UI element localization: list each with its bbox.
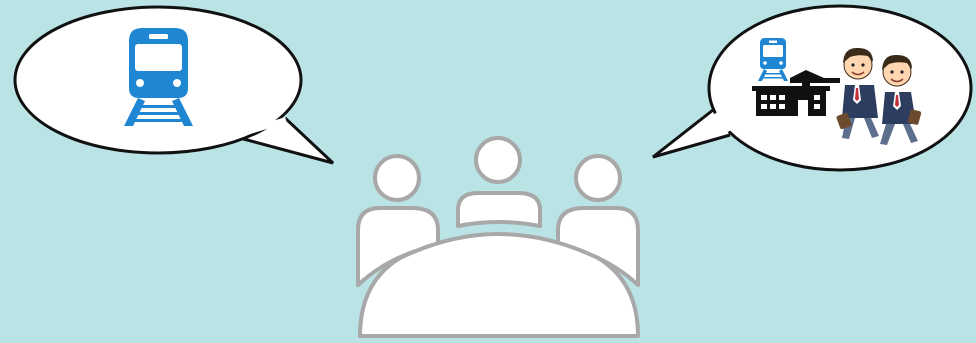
- group-of-people-icon: [358, 138, 638, 336]
- person-center-head: [476, 138, 520, 182]
- person-left-head: [375, 156, 419, 200]
- person-right-head: [576, 156, 620, 200]
- person-center-body: [458, 193, 540, 226]
